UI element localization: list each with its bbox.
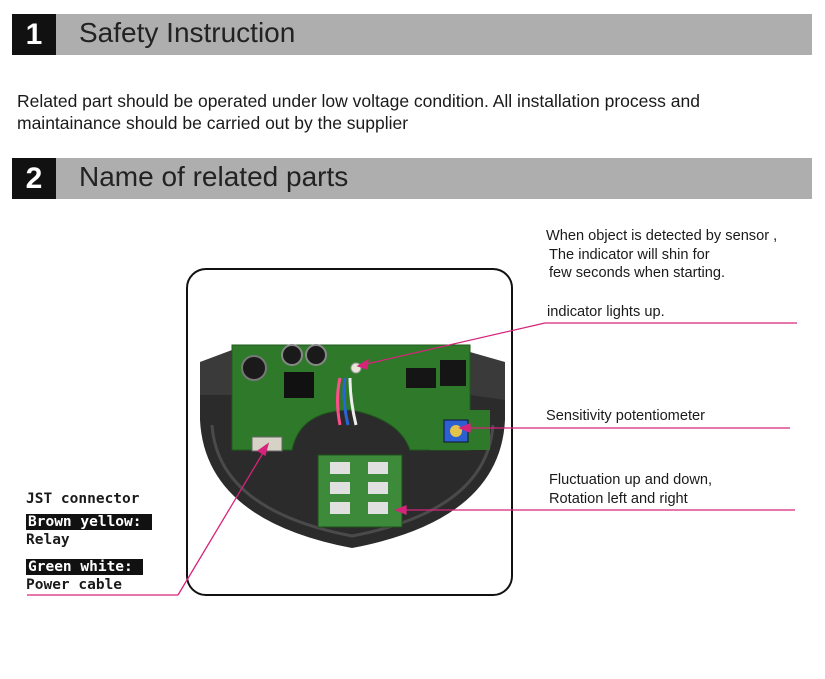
sensor-photo-frame <box>186 268 513 596</box>
indicator-start-note-line2: The indicator will shin for <box>549 247 710 263</box>
capacitor <box>241 355 267 381</box>
arrowhead <box>458 423 471 433</box>
jst-brown-yellow-label: Brown yellow: <box>26 514 152 530</box>
capacitor <box>305 344 327 366</box>
section-number: 1 <box>12 14 56 55</box>
indicator-start-note-line3: few seconds when starting. <box>549 265 726 281</box>
section-header-2: 2 Name of related parts <box>12 158 812 199</box>
arrowhead <box>256 442 270 456</box>
section-number: 2 <box>12 158 56 199</box>
section-title: Name of related parts <box>79 161 349 192</box>
safety-instruction-text: Related part should be operated under lo… <box>17 91 700 133</box>
jst-green-white-value: Power cable <box>26 577 123 593</box>
arrowhead <box>356 358 369 370</box>
section-title: Safety Instruction <box>79 17 296 48</box>
ic-chip <box>406 368 436 388</box>
relay-block <box>284 372 314 398</box>
indicator-lights-note: indicator lights up. <box>547 304 665 320</box>
fluctuation-note-line2: Rotation left and right <box>549 491 688 507</box>
arrowhead <box>394 505 407 515</box>
fluctuation-note-line1: Fluctuation up and down, <box>549 472 713 488</box>
housing-rim <box>210 424 495 538</box>
indicator-start-note-line1: When object is detected by sensor , <box>546 228 778 244</box>
section-header-1: 1 Safety Instruction <box>12 14 812 55</box>
sensitivity-potentiometer-note: Sensitivity potentiometer <box>546 408 705 424</box>
wire-bundle <box>336 377 342 426</box>
jst-green-white-label: Green white: <box>26 559 143 575</box>
housing-right-ear <box>470 352 505 400</box>
capacitor <box>281 344 303 366</box>
housing-left-ear <box>200 350 232 395</box>
jst-brown-yellow-value: Relay <box>26 532 70 548</box>
jst-connector-title: JST connector <box>26 491 140 507</box>
ic-chip <box>440 360 466 386</box>
